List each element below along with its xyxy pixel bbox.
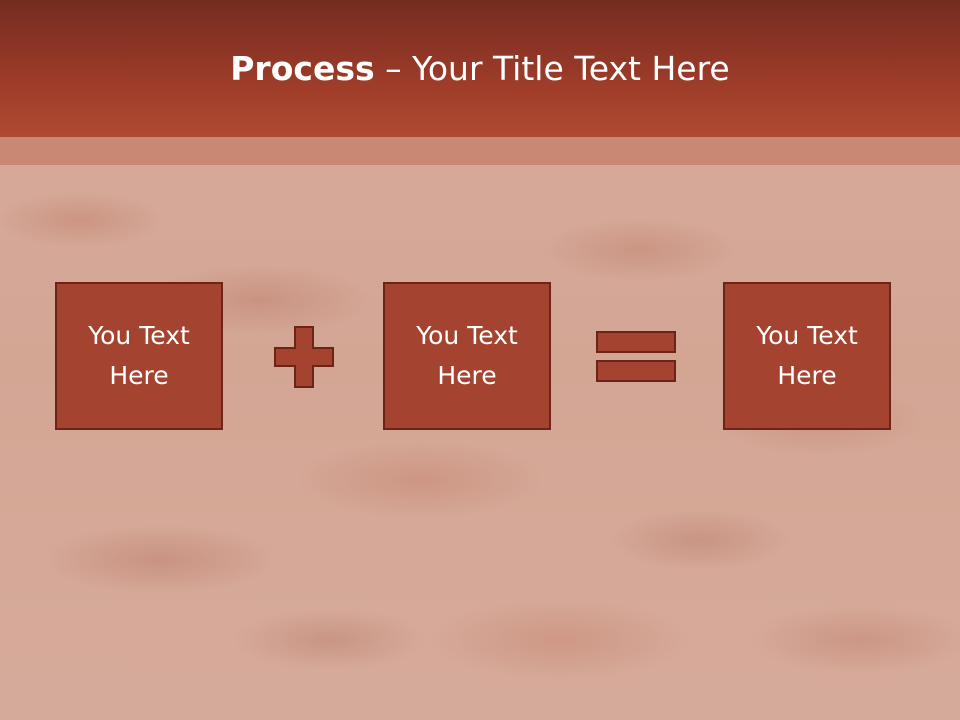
title-rest-part: – Your Title Text Here <box>374 49 730 88</box>
process-box-2[interactable]: You Text Here <box>383 282 551 430</box>
title-bold-part: Process <box>230 49 375 88</box>
process-box-2-text: You Text Here <box>416 321 518 390</box>
plus-icon <box>274 326 334 388</box>
slide-title[interactable]: Process – Your Title Text Here <box>230 49 729 88</box>
process-box-3-text: You Text Here <box>756 321 858 390</box>
title-bar: Process – Your Title Text Here <box>0 0 960 137</box>
title-underline-band <box>0 137 960 165</box>
process-box-3[interactable]: You Text Here <box>723 282 891 430</box>
equals-icon <box>596 331 676 382</box>
process-box-1[interactable]: You Text Here <box>55 282 223 430</box>
process-box-1-text: You Text Here <box>88 321 190 390</box>
